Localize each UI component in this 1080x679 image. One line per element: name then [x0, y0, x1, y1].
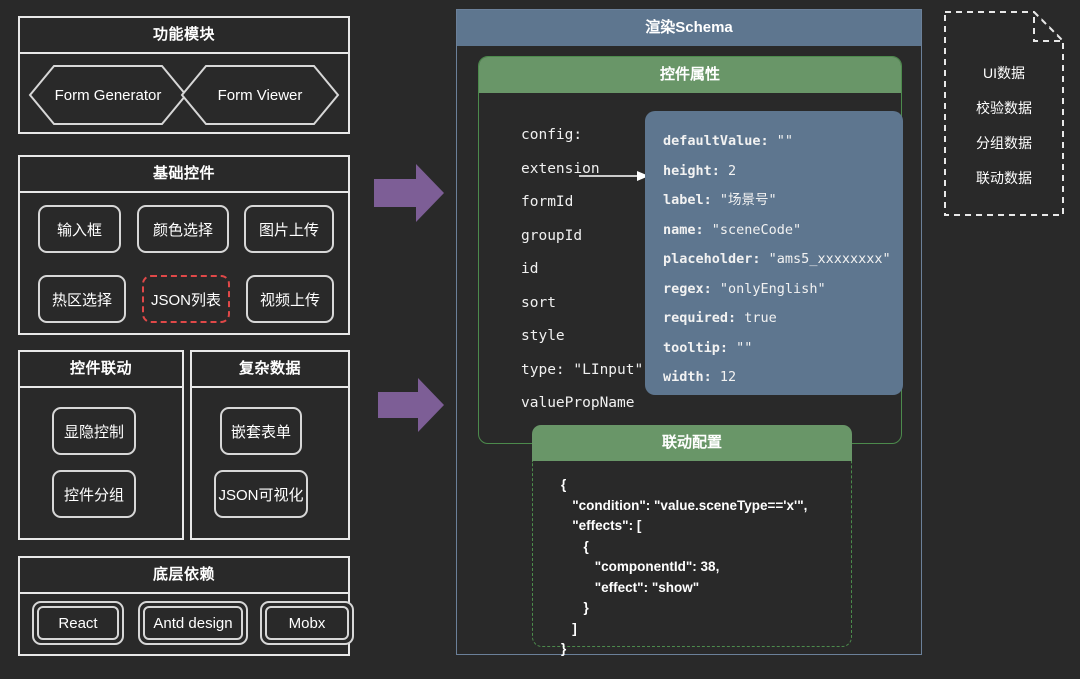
box-title-widget-attributes: 控件属性 — [479, 57, 901, 93]
arrow-to-schema-top — [374, 162, 446, 229]
config-value: "场景号" — [711, 192, 777, 208]
panel-dependencies: 底层依赖 React Antd design Mobx — [18, 556, 354, 656]
config-pointer-arrow — [579, 169, 649, 187]
node-form-viewer[interactable]: Form Viewer — [180, 64, 340, 126]
node-json-list[interactable]: JSON列表 — [142, 275, 230, 323]
config-value: "sceneCode" — [703, 221, 802, 238]
attribute-key: id — [521, 261, 539, 277]
panel-title-render-schema: 渲染Schema — [457, 10, 921, 46]
config-value: "onlyEnglish" — [711, 280, 826, 297]
note-item: 联动数据 — [976, 170, 1032, 186]
node-antd-design[interactable]: Antd design — [138, 601, 248, 645]
attribute-key: type: "LInput" — [521, 361, 644, 378]
config-entry: placeholder: "ams5_xxxxxxxx" — [663, 245, 903, 275]
config-entry: required: true — [663, 304, 903, 334]
panel-basic-widgets: 基础控件 输入框 颜色选择 图片上传 热区选择 JSON列表 视频上传 — [18, 155, 350, 335]
note-item: UI数据 — [983, 65, 1025, 81]
node-mobx[interactable]: Mobx — [260, 601, 354, 645]
config-key: label: — [663, 192, 712, 208]
config-entry: defaultValue: "" — [663, 127, 903, 157]
config-entry: height: 2 — [663, 157, 903, 187]
node-label: 控件分组 — [63, 486, 124, 504]
config-key: name: — [663, 221, 704, 238]
node-form-generator[interactable]: Form Generator — [28, 64, 188, 126]
node-label: Form Viewer — [217, 86, 303, 104]
panel-title-dependencies: 底层依赖 — [20, 558, 348, 594]
config-value: "" — [768, 133, 794, 149]
attribute-key: formId — [521, 194, 574, 210]
panel-title-complex-data: 复杂数据 — [192, 352, 348, 388]
panel-render-schema: 渲染Schema 控件属性 config: extension formId g… — [456, 9, 922, 656]
node-nested-form[interactable]: 嵌套表单 — [220, 407, 302, 455]
config-key: regex: — [663, 280, 712, 297]
config-entry: regex: "onlyEnglish" — [663, 275, 903, 305]
note-data-types: UI数据 校验数据 分组数据 联动数据 — [944, 11, 1064, 216]
note-item: 分组数据 — [976, 135, 1032, 151]
panel-function-modules: 功能模块 Form Generator Form Viewer — [18, 16, 350, 134]
config-value: true — [736, 310, 777, 326]
config-key: placeholder: — [663, 251, 761, 267]
box-title-linkage-config: 联动配置 — [532, 425, 852, 461]
config-entry: label: "场景号" — [663, 186, 903, 216]
node-label: Mobx — [265, 606, 349, 640]
node-label: 嵌套表单 — [230, 423, 291, 441]
panel-body-complex-data: 嵌套表单 JSON可视化 — [192, 388, 348, 540]
config-value: 12 — [711, 369, 737, 385]
panel-title-basic-widgets: 基础控件 — [20, 157, 348, 193]
attribute-key-list: config: extension formId groupId id sort… — [521, 119, 643, 421]
node-hotspot-select[interactable]: 热区选择 — [38, 275, 126, 323]
node-label: 热区选择 — [51, 291, 112, 309]
node-label: JSON可视化 — [218, 486, 304, 504]
box-config-values: defaultValue: "" height: 2 label: "场景号" … — [645, 111, 903, 395]
config-key: width: — [663, 369, 712, 385]
node-label: Antd design — [143, 606, 243, 640]
node-visibility-control[interactable]: 显隐控制 — [52, 407, 136, 455]
box-linkage-config: 联动配置 { "condition": "value.sceneType=='x… — [532, 425, 852, 656]
panel-body-basic-widgets: 输入框 颜色选择 图片上传 热区选择 JSON列表 视频上传 — [20, 193, 348, 335]
config-key: height: — [663, 162, 720, 179]
config-value: 2 — [719, 162, 737, 179]
attribute-key: sort — [521, 294, 556, 311]
node-label: React — [37, 606, 119, 640]
panel-complex-data: 复杂数据 嵌套表单 JSON可视化 — [190, 350, 350, 540]
node-label: 视频上传 — [259, 291, 320, 309]
config-value: "ams5_xxxxxxxx" — [760, 251, 891, 267]
attribute-key: config: — [521, 127, 583, 143]
arrow-to-schema-bottom — [378, 376, 446, 439]
node-label: 输入框 — [56, 221, 102, 239]
attribute-key: valuePropName — [521, 395, 635, 411]
config-entry: width: 12 — [663, 363, 903, 393]
config-key: required: — [663, 310, 737, 326]
node-react[interactable]: React — [32, 601, 124, 645]
attribute-key: groupId — [521, 227, 583, 244]
node-color-picker[interactable]: 颜色选择 — [137, 205, 229, 253]
node-label: Form Generator — [54, 86, 162, 104]
node-text-input[interactable]: 输入框 — [38, 205, 121, 253]
config-entry: name: "sceneCode" — [663, 216, 903, 246]
panel-body-dependencies: React Antd design Mobx — [20, 594, 354, 656]
node-image-upload[interactable]: 图片上传 — [244, 205, 334, 253]
panel-title-widget-linkage: 控件联动 — [20, 352, 182, 388]
node-widget-grouping[interactable]: 控件分组 — [52, 470, 136, 518]
node-label: JSON列表 — [150, 291, 221, 309]
box-widget-attributes: 控件属性 config: extension formId groupId id… — [478, 56, 903, 444]
note-item-list: UI数据 校验数据 分组数据 联动数据 — [944, 11, 1064, 216]
node-label: 图片上传 — [258, 221, 319, 239]
note-item: 校验数据 — [976, 100, 1032, 116]
config-key: tooltip: — [663, 339, 729, 356]
panel-body-function-modules: Form Generator Form Viewer — [20, 54, 348, 134]
panel-body-widget-linkage: 显隐控制 控件分组 — [20, 388, 182, 540]
panel-widget-linkage: 控件联动 显隐控制 控件分组 — [18, 350, 184, 540]
node-video-upload[interactable]: 视频上传 — [246, 275, 334, 323]
node-label: 颜色选择 — [152, 221, 213, 239]
config-key: defaultValue: — [663, 133, 769, 149]
config-value: "" — [728, 339, 753, 356]
attribute-key: extension — [521, 160, 600, 177]
node-json-visualization[interactable]: JSON可视化 — [214, 470, 308, 518]
node-label: 显隐控制 — [63, 423, 124, 441]
linkage-config-code: { "condition": "value.sceneType=='x'", "… — [532, 461, 852, 656]
attribute-key: style — [521, 328, 565, 344]
panel-title-function-modules: 功能模块 — [20, 18, 348, 54]
config-entry: tooltip: "" — [663, 334, 903, 364]
